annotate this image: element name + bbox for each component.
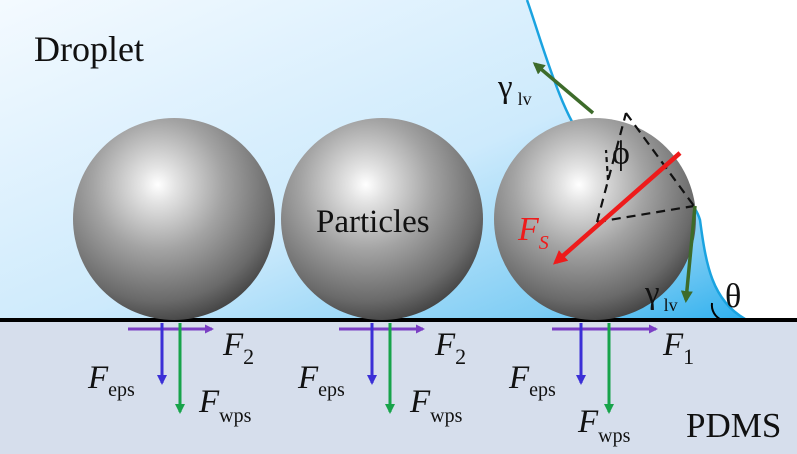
fwps-label-2: Fwps bbox=[409, 384, 463, 427]
force-group-3 bbox=[552, 323, 658, 414]
f2-label-1: F2 bbox=[222, 327, 254, 369]
contact-angle-arc bbox=[710, 302, 723, 321]
fs-label: FS bbox=[517, 211, 549, 254]
gamma-lv-lower-arrow bbox=[680, 205, 697, 303]
f1-symbol: F bbox=[662, 327, 684, 363]
fwps-subscript-2: wps bbox=[430, 405, 462, 427]
f2-symbol-2: F bbox=[434, 327, 456, 363]
feps-subscript-3: eps bbox=[529, 379, 556, 401]
feps-symbol-1: F bbox=[87, 360, 109, 396]
fwps-subscript-3: wps bbox=[598, 425, 630, 447]
force-group-2 bbox=[339, 323, 425, 414]
fs-subscript: S bbox=[539, 232, 549, 254]
feps-subscript-2: eps bbox=[318, 379, 345, 401]
feps-symbol-3: F bbox=[508, 360, 530, 396]
phi-label: ϕ bbox=[612, 135, 630, 172]
gamma-subscript-upper: lv bbox=[518, 89, 532, 109]
pdms-label: PDMS bbox=[686, 406, 781, 445]
f2-symbol-1: F bbox=[222, 327, 244, 363]
fwps-symbol-2: F bbox=[409, 384, 431, 420]
angle-construction-lines bbox=[595, 112, 695, 224]
pdms-substrate bbox=[0, 320, 797, 454]
theta-label: θ bbox=[725, 278, 741, 315]
particle-sphere-3 bbox=[494, 118, 696, 320]
particle-sphere-2 bbox=[281, 118, 483, 320]
gamma-symbol-upper: γ bbox=[497, 69, 513, 105]
f1-subscript: 1 bbox=[683, 344, 694, 369]
particle-sphere-1 bbox=[73, 118, 275, 320]
fwps-symbol-1: F bbox=[198, 384, 220, 420]
f1-label: F1 bbox=[662, 327, 694, 369]
feps-subscript-1: eps bbox=[108, 379, 135, 401]
fwps-subscript-1: wps bbox=[219, 405, 251, 427]
fs-symbol: F bbox=[517, 211, 540, 248]
feps-label-2: Feps bbox=[297, 360, 345, 401]
fwps-label-3: Fwps bbox=[577, 404, 631, 447]
gamma-symbol-lower: γ bbox=[644, 275, 660, 311]
feps-label-3: Feps bbox=[508, 360, 556, 401]
feps-label-1: Feps bbox=[87, 360, 135, 401]
f2-subscript-1: 2 bbox=[243, 344, 254, 369]
feps-symbol-2: F bbox=[297, 360, 319, 396]
f2-subscript-2: 2 bbox=[455, 344, 466, 369]
gamma-subscript-lower: lv bbox=[664, 295, 678, 315]
fwps-label-1: Fwps bbox=[198, 384, 252, 427]
surface-tension-force-arrow bbox=[552, 151, 682, 265]
force-group-1 bbox=[128, 323, 214, 414]
f2-label-2: F2 bbox=[434, 327, 466, 369]
particles-label: Particles bbox=[316, 204, 430, 240]
gamma-lv-upper-arrow bbox=[532, 62, 595, 115]
droplet-label: Droplet bbox=[34, 29, 144, 69]
fwps-symbol-3: F bbox=[577, 404, 599, 440]
